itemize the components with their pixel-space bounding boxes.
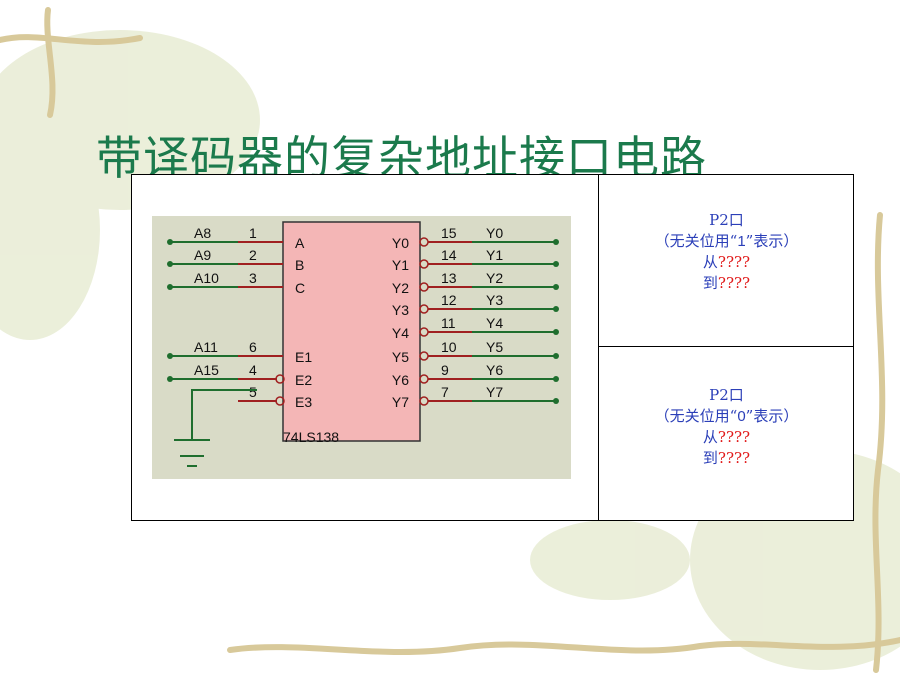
panel-lower-to: 到???? — [599, 448, 854, 469]
input-pin-number: 6 — [249, 339, 257, 355]
input-port-label: C — [295, 280, 305, 296]
dont-care-digit: 1 — [737, 233, 746, 250]
dont-care-digit: 0 — [737, 408, 746, 425]
input-port-label: B — [295, 257, 304, 273]
panel-upper-note: （无关位用“1”表示） — [599, 231, 854, 252]
input-pin-A: A8 1A — [167, 225, 305, 251]
panel-lower-note: （无关位用“0”表示） — [599, 406, 854, 427]
input-pin-B: A9 2B — [167, 247, 304, 273]
input-signal-label: A10 — [194, 270, 219, 286]
input-pin-E1: A11 6E1 — [167, 339, 312, 365]
to-value: ???? — [717, 449, 751, 467]
frame-vertical-divider — [598, 174, 599, 521]
input-signal-label: A9 — [194, 247, 211, 263]
panel-horizontal-divider — [598, 346, 854, 347]
input-pin-number: 4 — [249, 362, 257, 378]
input-pin-number: 5 — [249, 384, 257, 400]
panel-upper-to: 到???? — [599, 273, 854, 294]
output-pin-number: 10 — [441, 339, 457, 355]
panel-lower-port: P2口 — [709, 386, 744, 404]
output-pin-number: 15 — [441, 225, 457, 241]
from-value: ???? — [717, 428, 751, 446]
input-pin-C: A10 3C — [167, 270, 305, 296]
input-pin-E2: A15 4E2 — [167, 362, 312, 388]
from-label: 从 — [702, 428, 718, 446]
output-signal-label: Y3 — [486, 292, 503, 308]
panel-upper-from: 从???? — [599, 252, 854, 273]
to-value: ???? — [717, 274, 751, 292]
input-port-label: E1 — [295, 349, 312, 365]
to-label: 到 — [702, 274, 718, 292]
input-port-label: A — [295, 235, 305, 251]
output-signal-label: Y1 — [486, 247, 503, 263]
output-pin-number: 12 — [441, 292, 457, 308]
output-port-label: Y2 — [392, 280, 409, 296]
from-value: ???? — [717, 253, 751, 271]
input-pin-number: 3 — [249, 270, 257, 286]
output-port-label: Y1 — [392, 257, 409, 273]
input-signal-label: A11 — [194, 339, 218, 355]
panel-lower: P2口 （无关位用“0”表示） 从???? 到???? — [599, 385, 854, 469]
output-signal-label: Y4 — [486, 315, 503, 331]
from-label: 从 — [702, 253, 718, 271]
input-signal-label: A15 — [194, 362, 219, 378]
output-port-label: Y3 — [392, 302, 409, 318]
output-port-label: Y4 — [392, 325, 409, 341]
input-signal-label: A8 — [194, 225, 211, 241]
output-signal-label: Y6 — [486, 362, 503, 378]
note-suffix: ”表示） — [745, 407, 799, 425]
output-signal-label: Y0 — [486, 225, 503, 241]
output-port-label: Y6 — [392, 372, 409, 388]
input-port-label: E3 — [295, 394, 312, 410]
output-pin-number: 14 — [441, 247, 457, 263]
panel-upper-port: P2口 — [709, 211, 744, 229]
output-signal-label: Y5 — [486, 339, 503, 355]
output-signal-label: Y7 — [486, 384, 503, 400]
output-port-label: Y0 — [392, 235, 409, 251]
output-pin-number: 7 — [441, 384, 449, 400]
output-signal-label: Y2 — [486, 270, 503, 286]
to-label: 到 — [702, 449, 718, 467]
note-prefix: （无关位用“ — [654, 407, 738, 425]
chip-body — [282, 221, 421, 442]
panel-lower-from: 从???? — [599, 427, 854, 448]
output-pin-number: 11 — [441, 315, 456, 331]
input-pin-number: 1 — [249, 225, 257, 241]
input-pin-number: 2 — [249, 247, 257, 263]
output-pin-number: 9 — [441, 362, 449, 378]
ground-symbol — [174, 389, 257, 467]
input-port-label: E2 — [295, 372, 312, 388]
chip-part-number: 74LS138 — [283, 429, 339, 445]
output-port-label: Y7 — [392, 394, 409, 410]
note-prefix: （无关位用“ — [654, 232, 738, 250]
output-pin-number: 13 — [441, 270, 457, 286]
panel-upper: P2口 （无关位用“1”表示） 从???? 到???? — [599, 210, 854, 294]
note-suffix: ”表示） — [745, 232, 799, 250]
output-port-label: Y5 — [392, 349, 409, 365]
